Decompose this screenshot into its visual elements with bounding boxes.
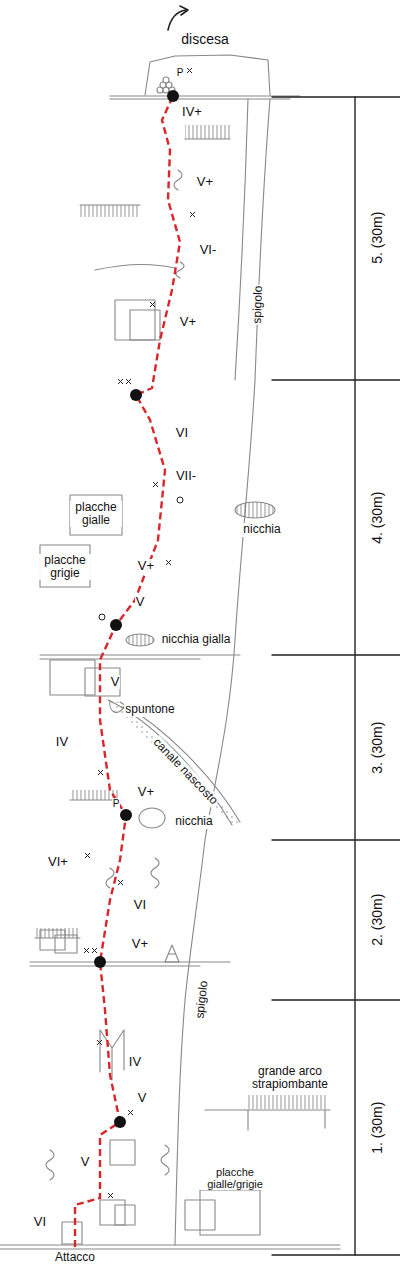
grade-label: VI bbox=[133, 898, 147, 912]
feature-label: canale nascosto bbox=[149, 736, 220, 809]
feature-label: spigolo bbox=[193, 979, 210, 1020]
grade-label: IV bbox=[55, 735, 69, 749]
pitch-length: 1. (30m) bbox=[370, 1101, 385, 1155]
grade-label: V+ bbox=[179, 315, 197, 329]
feature-label: nicchia bbox=[242, 523, 281, 536]
piton-mark: P bbox=[112, 798, 121, 809]
grade-label: VI bbox=[175, 426, 189, 440]
feature-label: nicchia bbox=[174, 815, 213, 828]
pitch-length: 2. (30m) bbox=[370, 893, 385, 947]
pitch-length: 3. (30m) bbox=[370, 721, 385, 775]
feature-label: placche grigie bbox=[39, 554, 91, 580]
feature-label: placche gialle bbox=[70, 501, 122, 527]
pitch-length: 5. (30m) bbox=[370, 211, 385, 265]
grade-label: VII- bbox=[175, 469, 197, 483]
descent-label: discesa bbox=[180, 32, 229, 47]
feature-label: nicchia gialla bbox=[161, 633, 232, 646]
grade-label: V+ bbox=[131, 937, 149, 951]
grade-label: VI- bbox=[199, 243, 218, 257]
piton-mark: P bbox=[176, 67, 185, 78]
feature-label: grande arco strapiombante bbox=[244, 1065, 336, 1091]
grade-label: VI+ bbox=[47, 855, 69, 869]
grade-label: V+ bbox=[137, 559, 155, 573]
start-label: Attacco bbox=[54, 1251, 96, 1264]
grade-label: V bbox=[137, 1091, 148, 1105]
grade-label: V bbox=[110, 675, 121, 689]
grade-label: V+ bbox=[137, 785, 155, 799]
grade-label: VI bbox=[33, 1215, 47, 1229]
grade-label: IV+ bbox=[181, 105, 203, 119]
feature-label: placche gialle/grigie bbox=[199, 1166, 271, 1190]
grade-label: V bbox=[135, 595, 146, 609]
grade-label: IV bbox=[128, 1055, 142, 1069]
pitch-length: 4. (30m) bbox=[370, 491, 385, 545]
feature-label: spigolo bbox=[251, 285, 266, 325]
grade-label: V bbox=[80, 1155, 91, 1169]
grade-label: V+ bbox=[196, 175, 214, 189]
feature-label: spuntone bbox=[124, 703, 175, 716]
